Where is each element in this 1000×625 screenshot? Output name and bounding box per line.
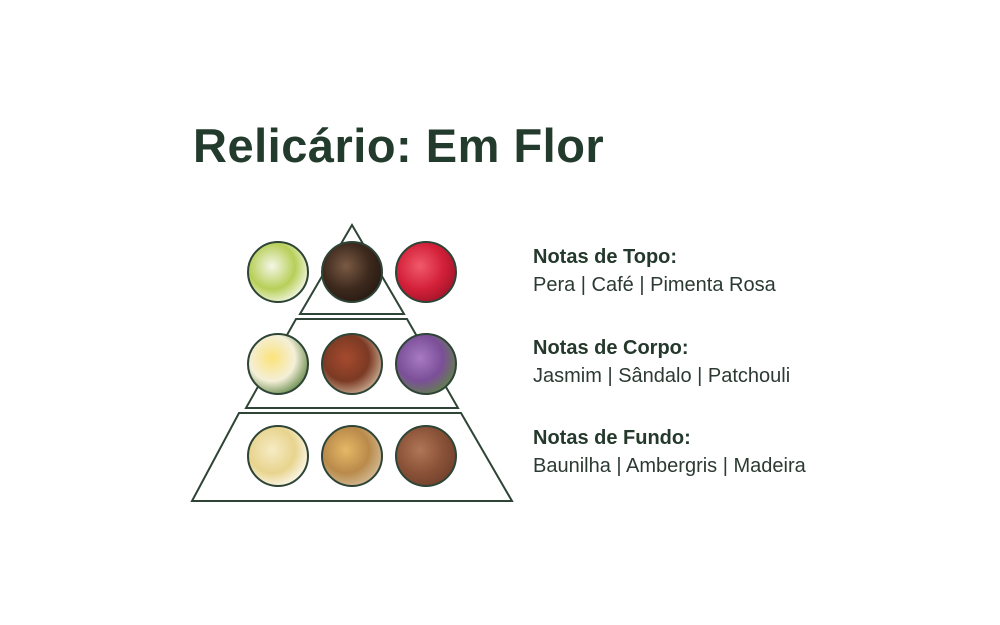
heart-notes: Notas de Corpo: Jasmim | Sândalo | Patch…: [533, 334, 790, 391]
wood-image: [395, 425, 457, 487]
pink-pepper-image: [395, 241, 457, 303]
pear-image: [247, 241, 309, 303]
vanilla-image: [247, 425, 309, 487]
top-notes-values: Pera | Café | Pimenta Rosa: [533, 274, 776, 296]
base-notes-heading: Notas de Fundo:: [533, 427, 691, 449]
coffee-image: [321, 241, 383, 303]
page-title: Relicário: Em Flor: [193, 119, 605, 172]
base-notes-values: Baunilha | Ambergris | Madeira: [533, 455, 806, 477]
top-notes-heading: Notas de Topo:: [533, 246, 678, 268]
heart-notes-heading: Notas de Corpo:: [533, 337, 689, 359]
sandalwood-image: [321, 333, 383, 395]
top-notes: Notas de Topo: Pera | Café | Pimenta Ros…: [533, 243, 776, 300]
patchouli-image: [395, 333, 457, 395]
ambergris-image: [321, 425, 383, 487]
jasmine-image: [247, 333, 309, 395]
heart-notes-values: Jasmim | Sândalo | Patchouli: [533, 365, 791, 387]
base-notes: Notas de Fundo: Baunilha | Ambergris | M…: [533, 424, 806, 481]
pyramid-bottom-tier: [190, 412, 514, 502]
